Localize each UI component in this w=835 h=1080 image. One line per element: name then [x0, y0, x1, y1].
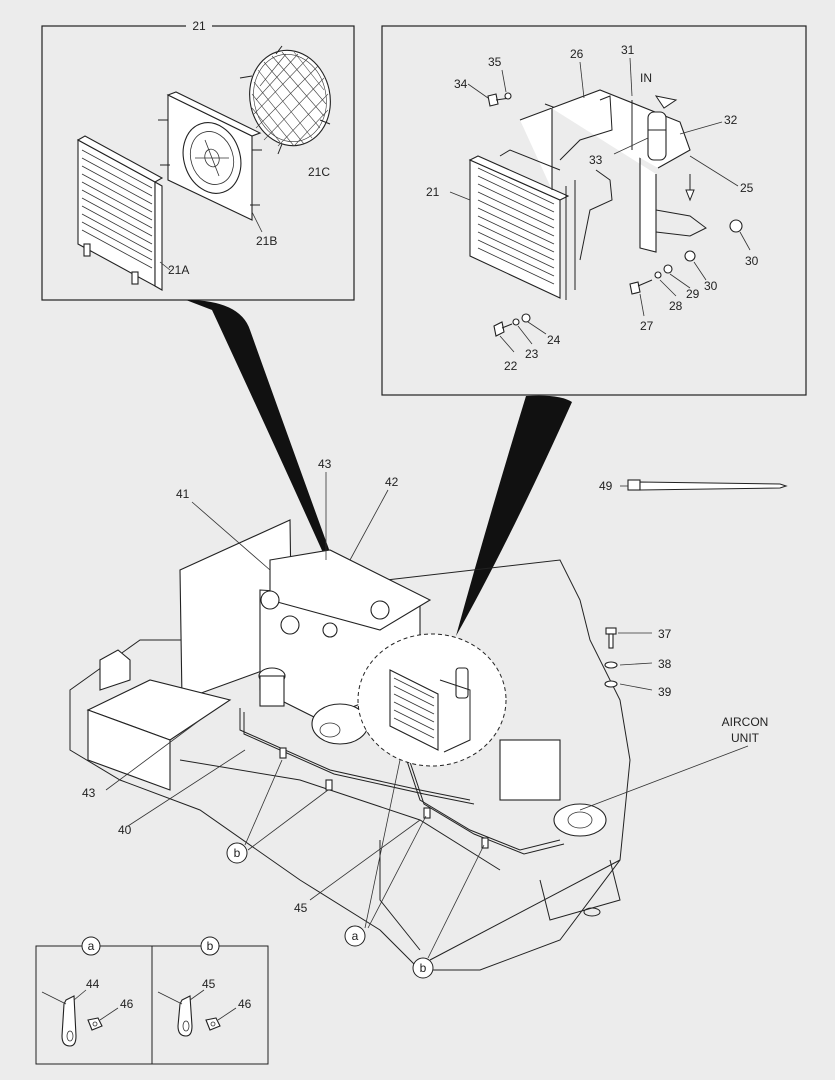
washer-38 — [604, 661, 618, 669]
label-42: 42 — [385, 475, 399, 489]
label-30a: 30 — [745, 254, 759, 268]
label-24: 24 — [547, 333, 561, 347]
label-21-top: 21 — [192, 19, 206, 33]
detail-circle — [357, 633, 507, 767]
label-27: 27 — [640, 319, 654, 333]
label-33: 33 — [589, 153, 603, 167]
label-21c: 21C — [308, 165, 330, 179]
cable-tie-49 — [620, 479, 788, 491]
label-35: 35 — [488, 55, 502, 69]
label-40: 40 — [118, 823, 132, 837]
label-in: IN — [640, 71, 652, 85]
label-21b: 21B — [256, 234, 277, 248]
label-unit: UNIT — [731, 731, 760, 745]
svg-text:a: a — [352, 929, 359, 943]
label-37: 37 — [658, 627, 672, 641]
label-41: 41 — [176, 487, 190, 501]
label-28: 28 — [669, 299, 683, 313]
label-34: 34 — [454, 77, 468, 91]
label-46-b: 46 — [238, 997, 252, 1011]
label-39: 39 — [658, 685, 672, 699]
detail-label-b: b — [207, 939, 214, 953]
callout-wedge-right — [456, 395, 572, 636]
label-43-bottom: 43 — [82, 786, 96, 800]
bolt-34 — [487, 92, 512, 107]
bolt-27 — [629, 219, 743, 295]
fastener-37 — [605, 627, 617, 649]
detail-label-a: a — [88, 939, 95, 953]
label-43-top: 43 — [318, 457, 332, 471]
machine-body — [69, 519, 631, 971]
inset-radiator-parts: 21 — [41, 18, 355, 301]
label-26: 26 — [570, 47, 584, 61]
ref-b-left: b — [226, 842, 248, 864]
detail-box-clamps: a b 44 46 45 46 — [35, 936, 269, 1065]
label-31: 31 — [621, 43, 635, 57]
label-45: 45 — [294, 901, 308, 915]
inset-condenser-mount: 34 35 26 31 IN 32 33 25 21 30 30 29 28 2… — [381, 25, 807, 396]
label-38: 38 — [658, 657, 672, 671]
ref-a: a — [344, 925, 366, 947]
label-21-condenser: 21 — [426, 185, 440, 199]
washer-39 — [604, 680, 618, 688]
bolt-22 — [493, 313, 531, 337]
fan-shroud-21b — [158, 91, 262, 221]
label-21a: 21A — [168, 263, 189, 277]
label-46-a: 46 — [120, 997, 134, 1011]
label-32: 32 — [724, 113, 738, 127]
radiator-grille-21a — [76, 135, 164, 291]
label-44: 44 — [86, 977, 100, 991]
label-23: 23 — [525, 347, 539, 361]
svg-text:b: b — [234, 846, 241, 860]
label-30b: 30 — [704, 279, 718, 293]
label-aircon: AIRCON — [722, 715, 769, 729]
label-25: 25 — [740, 181, 754, 195]
fan-guard-21c — [239, 45, 331, 155]
label-45-detail: 45 — [202, 977, 216, 991]
label-49: 49 — [599, 479, 613, 493]
label-22: 22 — [504, 359, 518, 373]
label-29: 29 — [686, 287, 700, 301]
ref-b-right: b — [412, 957, 434, 979]
svg-text:b: b — [420, 961, 427, 975]
